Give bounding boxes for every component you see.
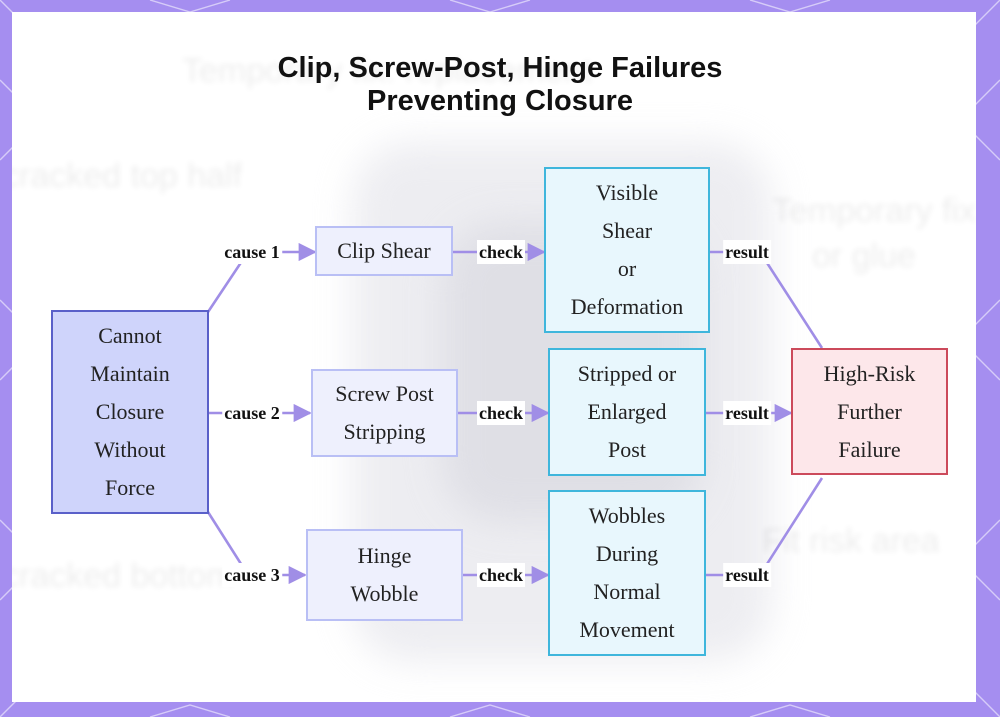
- background-ghost-text: Temporary fix: [772, 192, 976, 230]
- edge-check1-end: [710, 250, 824, 349]
- background-ghost-text: or glue: [812, 237, 916, 275]
- background-ghost-text: cracked bottom: [12, 557, 235, 595]
- edge-label-check-3: check: [477, 563, 525, 587]
- edge-label-cause-2: cause 2: [222, 401, 282, 425]
- title-line-2: Preventing Closure: [367, 85, 633, 117]
- title-line-1: Clip, Screw-Post, Hinge Failures: [277, 52, 723, 84]
- node-cannot-maintain-closure: Cannot Maintain Closure Without Force: [51, 310, 209, 514]
- edge-check3-end: [706, 477, 824, 577]
- node-high-risk-further-failure: High-Risk Further Failure: [791, 348, 948, 475]
- edge-label-check-1: check: [477, 240, 525, 264]
- edge-label-result-1: result: [723, 240, 771, 264]
- edge-label-cause-1: cause 1: [222, 240, 282, 264]
- edge-label-result-2: result: [723, 401, 771, 425]
- background-ghost-text: Fit risk area: [762, 522, 940, 560]
- edge-label-result-3: result: [723, 563, 771, 587]
- edge-label-check-2: check: [477, 401, 525, 425]
- node-stripped-or-enlarged-post: Stripped or Enlarged Post: [548, 348, 706, 476]
- node-wobbles-during-normal-movement: Wobbles During Normal Movement: [548, 490, 706, 656]
- diagram-title: Clip, Screw-Post, Hinge Failures Prevent…: [0, 52, 1000, 118]
- background-ghost-text: cracked top half: [12, 157, 243, 195]
- node-clip-shear: Clip Shear: [315, 226, 453, 276]
- edge-label-cause-3: cause 3: [222, 563, 282, 587]
- node-hinge-wobble: Hinge Wobble: [306, 529, 463, 621]
- background-ghost-text: Temporary fix: replacement: [182, 52, 593, 90]
- node-visible-shear-or-deformation: Visible Shear or Deformation: [544, 167, 710, 333]
- node-screw-post-stripping: Screw Post Stripping: [311, 369, 458, 457]
